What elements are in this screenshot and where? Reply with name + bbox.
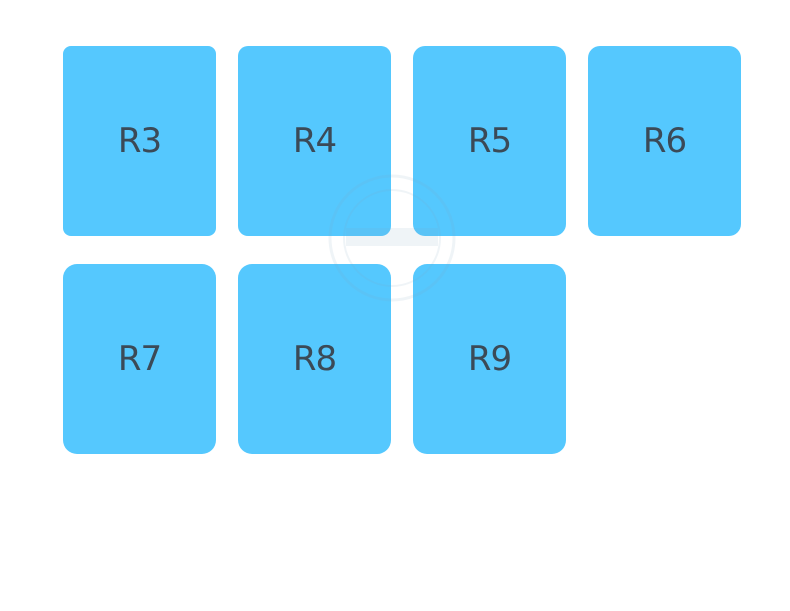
tile-label: R8 — [292, 339, 337, 379]
tile-label: R5 — [467, 121, 512, 161]
tile-r5[interactable]: R5 — [413, 46, 566, 236]
tile-label: R4 — [292, 121, 337, 161]
tile-label: R7 — [117, 339, 162, 379]
tile-label: R3 — [117, 121, 162, 161]
tile-label: R9 — [467, 339, 512, 379]
tile-r8[interactable]: R8 — [238, 264, 391, 454]
tile-r7[interactable]: R7 — [63, 264, 216, 454]
tile-r3[interactable]: R3 — [63, 46, 216, 236]
tile-r6[interactable]: R6 — [588, 46, 741, 236]
tile-r4[interactable]: R4 — [238, 46, 391, 236]
tile-r9[interactable]: R9 — [413, 264, 566, 454]
tile-label: R6 — [642, 121, 687, 161]
